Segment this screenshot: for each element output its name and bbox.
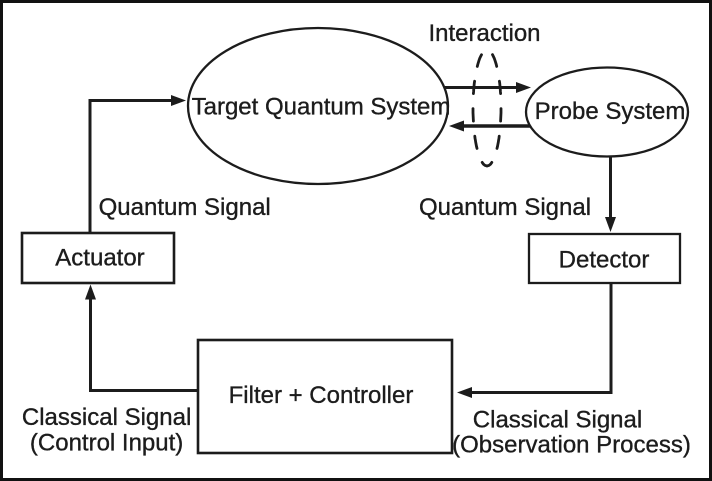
svg-text:Quantum Signal: Quantum Signal [419,194,591,221]
svg-text:Classical Signal: Classical Signal [22,404,191,431]
svg-text:Interaction: Interaction [428,20,540,47]
svg-text:Filter + Controller: Filter + Controller [229,382,414,409]
svg-text:Detector: Detector [559,247,650,274]
svg-text:Actuator: Actuator [55,245,144,272]
svg-text:Classical Signal: Classical Signal [473,407,642,434]
svg-text:Quantum Signal: Quantum Signal [99,194,271,221]
svg-text:Target Quantum System: Target Quantum System [192,94,451,121]
svg-text:(Control Input): (Control Input) [30,430,183,457]
svg-text:Probe System: Probe System [535,98,686,125]
svg-text:(Observation Process): (Observation Process) [452,432,691,459]
